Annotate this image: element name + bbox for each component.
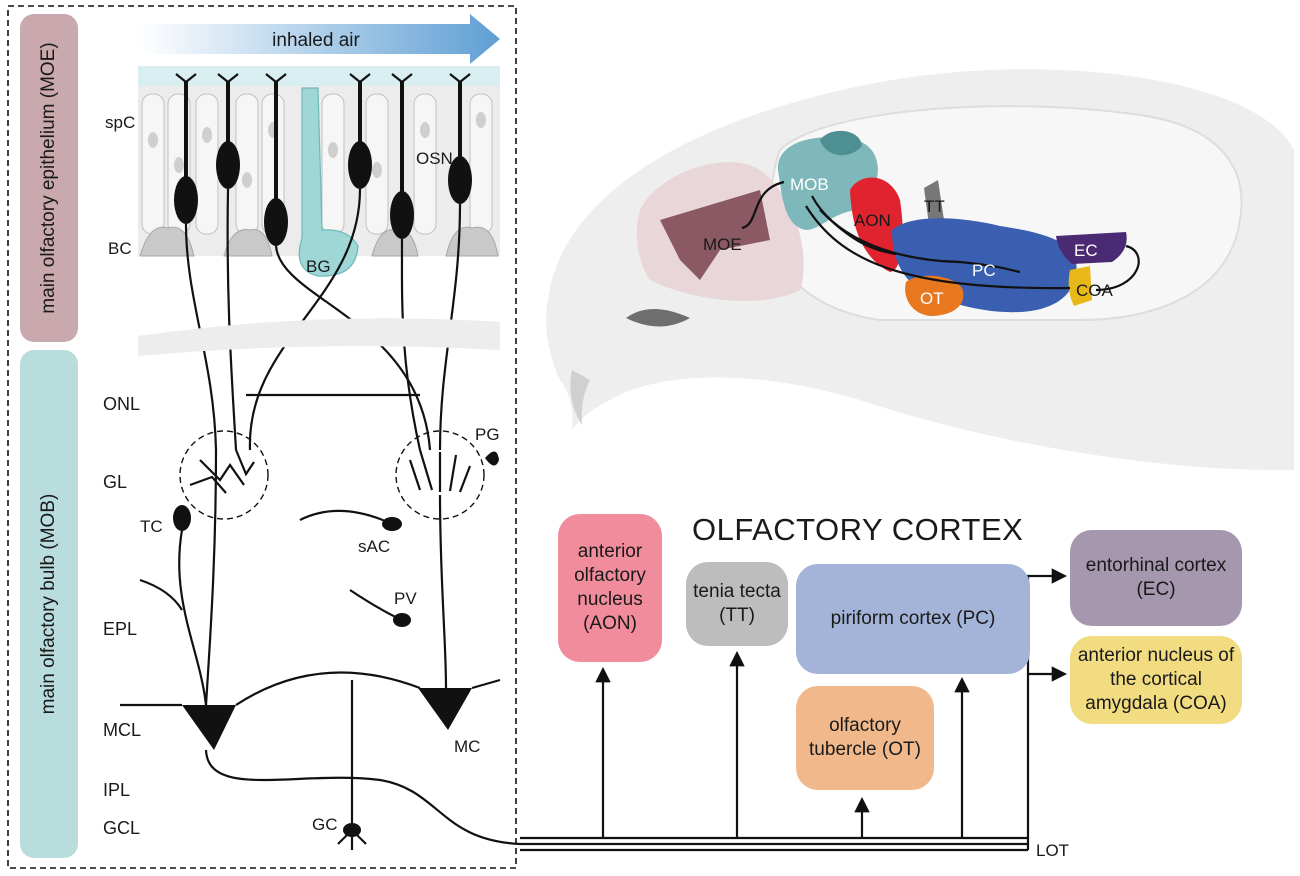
aon-label: AON: [854, 211, 891, 230]
ot-label: OT: [920, 289, 944, 308]
ec-box: entorhinal cortex (EC): [1070, 530, 1242, 626]
bulb-layer-labels: ONL GL EPL MCL IPL GCL: [103, 394, 141, 838]
layer-label: GL: [103, 472, 127, 492]
layer-label: MCL: [103, 720, 141, 740]
lot-label: LOT: [1036, 841, 1069, 860]
aon-box: anterior olfactory nucleus (AON): [558, 514, 662, 662]
mob-label: MOB: [790, 175, 829, 194]
inhaled-air-label: inhaled air: [272, 30, 360, 51]
ot-region: [905, 275, 964, 316]
glomerular-arbors: [189, 449, 472, 494]
glomerulus-right: [395, 430, 485, 520]
dashed-frame: [7, 5, 517, 869]
olfactory-sensory-neurons: [174, 82, 472, 246]
coa-region: [1068, 266, 1092, 306]
bulb-cell-labels: PG TC sAC PV MC GC: [140, 425, 500, 834]
spc-label: spC: [105, 113, 135, 132]
moe-label: MOE: [703, 235, 742, 254]
ec-label: EC: [1074, 241, 1098, 260]
tc-label: TC: [140, 517, 163, 536]
bc-label: BC: [108, 239, 132, 258]
layer-label: ONL: [103, 394, 140, 414]
bulb-neurons: [173, 451, 499, 837]
moe-side-label: main olfactory epithelium (MOE): [38, 42, 59, 314]
coa-box: anterior nucleus of the cortical amygdal…: [1070, 636, 1242, 724]
cortex-title: OLFACTORY CORTEX: [692, 512, 1024, 547]
layer-label: IPL: [103, 780, 130, 800]
inhaled-air-arrow: [140, 14, 500, 64]
tt-box: tenia tecta (TT): [686, 562, 788, 646]
bulb-dendrites: [120, 449, 521, 850]
epithelium: [138, 66, 500, 277]
pc-box: piriform cortex (PC): [796, 564, 1030, 674]
coa-label: COA: [1076, 281, 1114, 300]
mc-label: MC: [454, 737, 480, 756]
bowman-gland: [298, 87, 359, 277]
brain-projections: [741, 180, 1140, 292]
lot-tract: [520, 836, 1028, 852]
pg-label: PG: [475, 425, 500, 444]
gc-label: GC: [312, 815, 338, 834]
osn-label: OSN: [416, 149, 453, 168]
aon-region: [850, 177, 903, 272]
cilia: [175, 73, 471, 83]
mob-side-label: main olfactory bulb (MOB): [38, 493, 59, 715]
layer-label: EPL: [103, 619, 137, 639]
layer-label: GCL: [103, 818, 140, 838]
bg-label: BG: [306, 257, 331, 276]
brain-region-labels: MOE MOB AON TT PC OT EC COA: [703, 175, 1114, 308]
tt-label: TT: [924, 197, 945, 216]
pc-label: PC: [972, 261, 996, 280]
ec-region: [1056, 232, 1127, 264]
moe-region: [660, 190, 770, 280]
pv-label: PV: [394, 589, 417, 608]
ot-box: olfactory tubercle (OT): [796, 686, 934, 790]
sac-label: sAC: [358, 537, 390, 556]
cribriform-plate: [138, 318, 500, 356]
mob-side-band: main olfactory bulb (MOB): [20, 350, 78, 858]
glomerulus-left: [179, 430, 269, 520]
moe-side-band: main olfactory epithelium (MOE): [20, 14, 78, 342]
